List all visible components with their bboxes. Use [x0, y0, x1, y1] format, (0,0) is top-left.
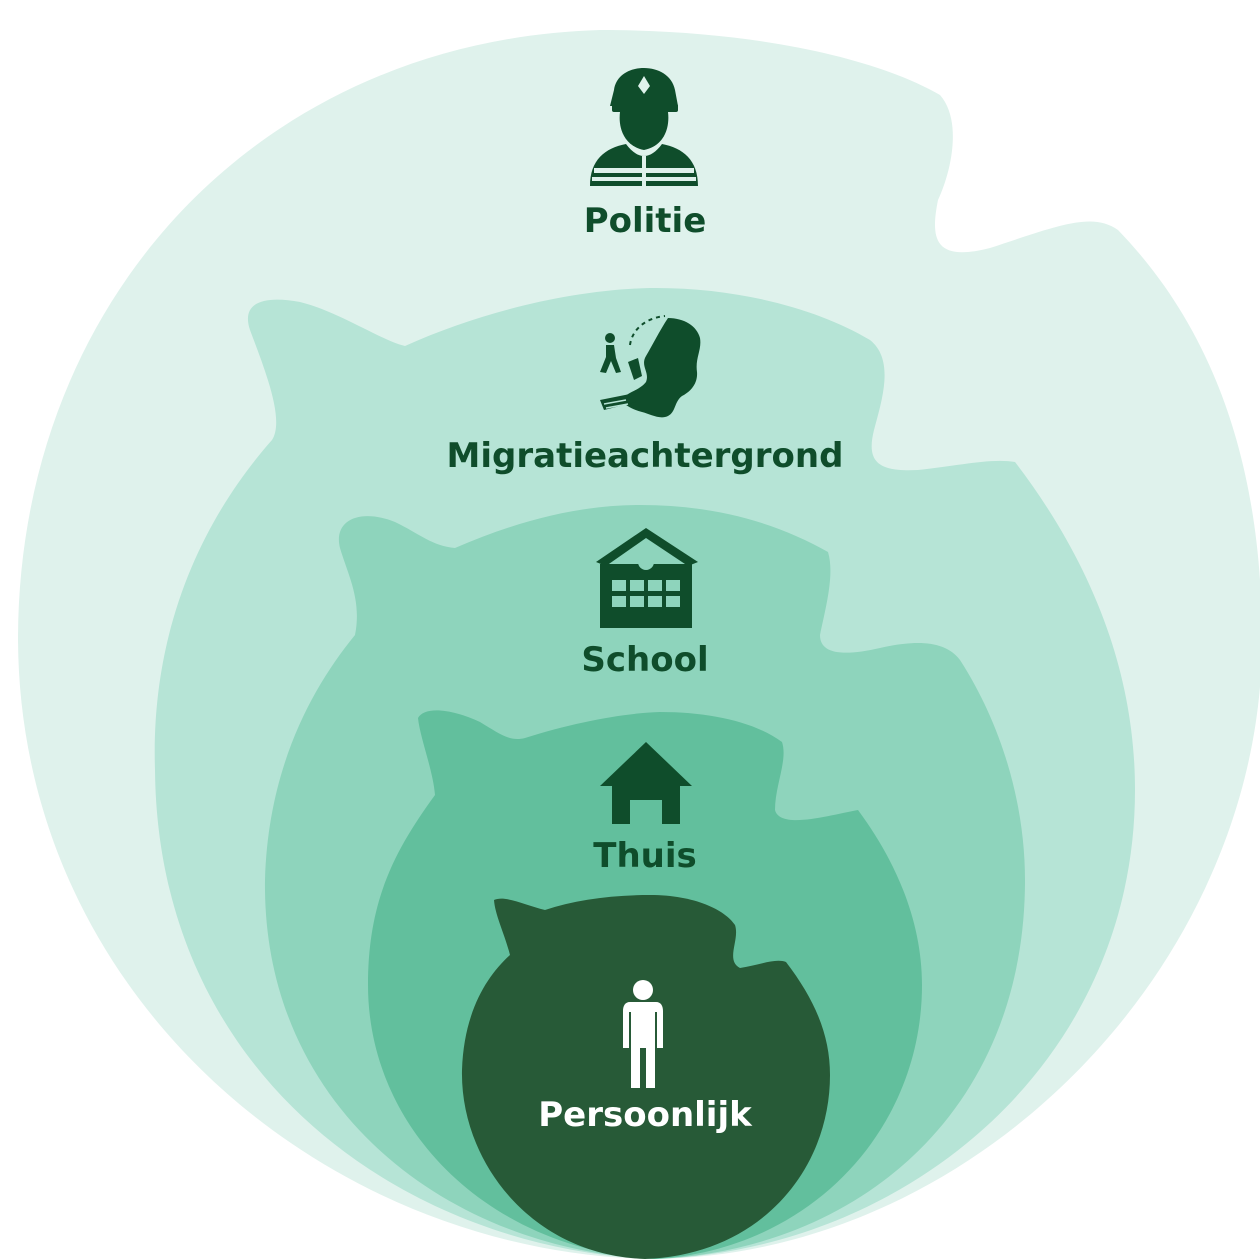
layer-persoonlijk-shape [461, 895, 830, 1259]
layer-label-thuis: Thuis [593, 836, 697, 876]
layer-label-migratie: Migratieachtergrond [447, 436, 844, 476]
school-building-icon [596, 528, 698, 628]
layer-label-school: School [581, 640, 708, 680]
police-officer-icon [590, 68, 698, 186]
house-icon [600, 742, 692, 824]
layer-label-politie: Politie [584, 201, 707, 241]
migration-netherlands-map-icon [600, 315, 701, 418]
person-icon [623, 980, 663, 1088]
layer-label-persoonlijk: Persoonlijk [538, 1095, 753, 1135]
